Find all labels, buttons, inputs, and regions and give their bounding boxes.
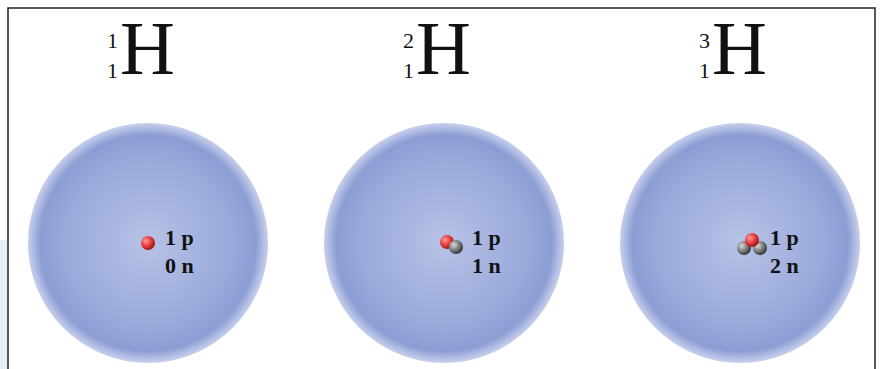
neutron-count: 0 n bbox=[165, 255, 194, 277]
atomic-number: 1 bbox=[403, 60, 414, 82]
isotope-atom: H211 p1 n bbox=[314, 18, 574, 369]
mass-number: 3 bbox=[699, 30, 710, 52]
proton-ball bbox=[141, 236, 155, 250]
frame-line bbox=[8, 8, 875, 369]
element-symbol: H bbox=[416, 10, 471, 86]
element-symbol: H bbox=[120, 10, 175, 86]
atomic-number: 1 bbox=[107, 60, 118, 82]
mass-number: 2 bbox=[403, 30, 414, 52]
atomic-number: 1 bbox=[699, 60, 710, 82]
sphere bbox=[620, 123, 860, 363]
side-strip bbox=[0, 240, 7, 369]
proton-ball bbox=[745, 233, 759, 247]
neutron-ball bbox=[449, 240, 463, 254]
proton-count: 1 p bbox=[472, 227, 501, 249]
sphere bbox=[324, 123, 564, 363]
neutron-count: 1 n bbox=[472, 255, 501, 277]
neutron-count: 2 n bbox=[770, 255, 799, 277]
mass-number: 1 bbox=[107, 30, 118, 52]
element-symbol: H bbox=[712, 10, 767, 86]
isotope-atom: H111 p0 n bbox=[18, 18, 278, 369]
isotope-atom: H311 p2 n bbox=[610, 18, 870, 369]
sphere bbox=[28, 123, 268, 363]
proton-count: 1 p bbox=[165, 227, 194, 249]
proton-count: 1 p bbox=[770, 227, 799, 249]
